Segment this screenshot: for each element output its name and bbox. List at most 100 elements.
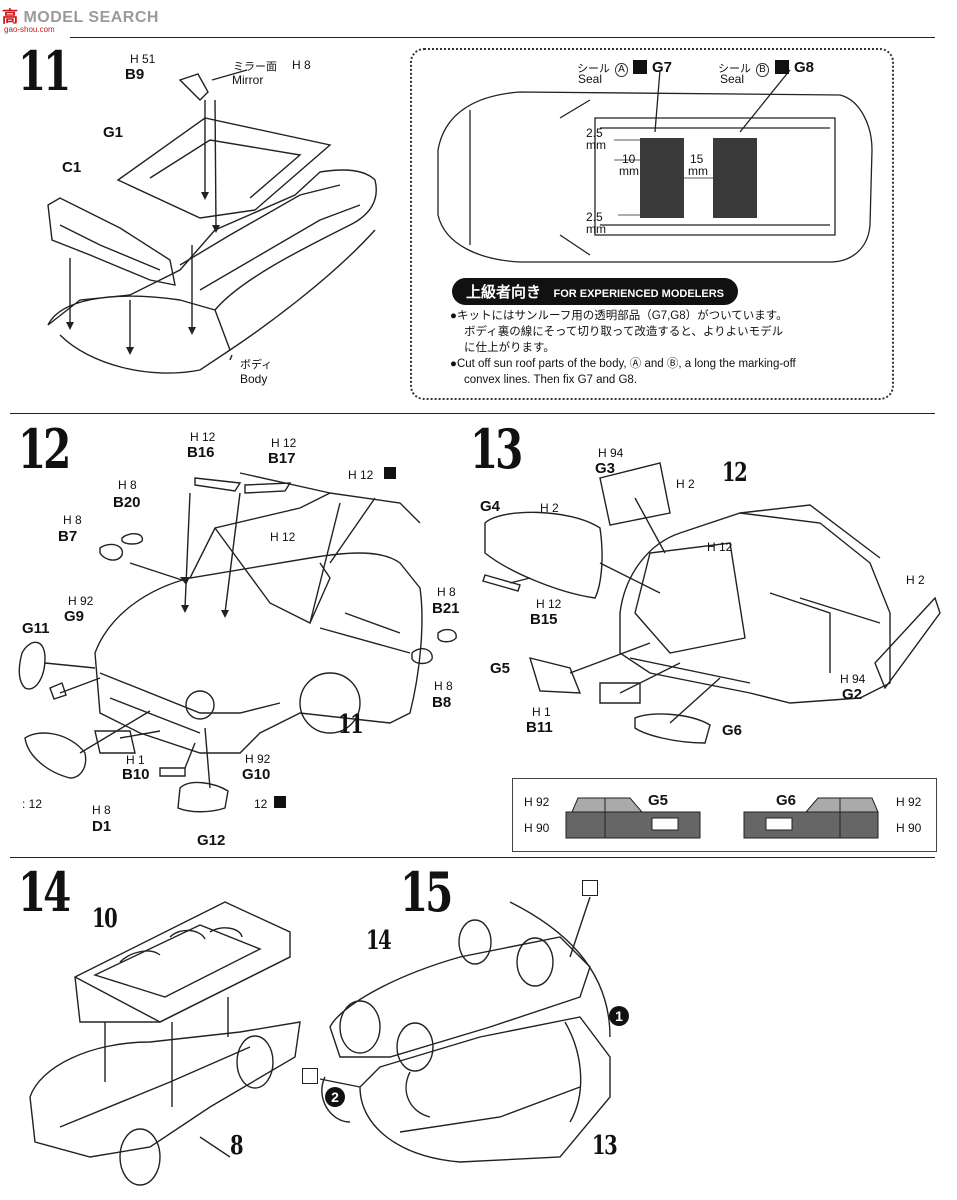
step-number-11: 11 [18,39,71,103]
dim-10-unit: mm [619,164,639,178]
logo-url: gao-shou.com [4,25,55,34]
part-b21: B21 [432,600,460,617]
sunroof-car-topview [437,69,873,263]
ref-step-8: 8 [230,1131,244,1161]
roof-paint-code: H 12 [348,468,374,482]
part-b11: B11 [526,719,553,736]
seal-icon [633,60,647,74]
part-b8: B8 [432,694,452,711]
part-g7: G7 [652,59,673,76]
g9-paint-code: H 92 [68,594,94,608]
body-jp: ボディ [240,359,273,371]
note-jp-line-3: に仕上がります。 [464,342,555,354]
sunroof-panel [410,48,894,400]
rule-1 [10,413,935,414]
step12-front-drawing [18,472,457,813]
part-g4: G4 [480,498,501,515]
b17-paint-code: H 12 [271,436,297,450]
b9-paint-code: H 51 [130,52,155,66]
part-g12: G12 [197,832,226,849]
g6-bottom-paint-code: H 90 [896,821,922,835]
b7-paint-code: H 8 [63,513,82,527]
legend-g5: G5 [648,792,669,809]
seal-b-en: Seal [720,72,745,86]
part-g8: G8 [794,59,815,76]
taillight-paint-legend [512,778,937,852]
ref-step-11: 11 [338,710,364,740]
seal-b-letter: B [756,63,769,77]
dim-10: 10 [622,152,636,166]
order-badge-1: 1 [609,1006,629,1026]
g5-bottom-paint-code: H 90 [524,821,550,835]
step11-body-drawing [47,69,377,374]
g3-paint-code-2: H 2 [676,477,695,491]
seal-icon [775,60,789,74]
g6-top-paint-code: H 92 [896,795,922,809]
part-g1: G1 [103,124,124,141]
banner-title-jp: 上級者向き [466,284,542,301]
step-number-15: 15 [400,860,453,924]
windshield-paint-code: H 12 [270,530,296,544]
note-en-line-2: convex lines. Then fix G7 and G8. [464,374,638,386]
g12-paint-code: 12 [254,797,268,811]
g4-paint-code: H 2 [540,501,559,515]
g2-paint-code-1: H 2 [906,573,925,587]
ref-step-10: 10 [92,904,118,934]
glue-icon [582,880,598,896]
mirror-paint-code: H 8 [292,58,311,72]
dim-bottom-unit: mm [586,222,606,236]
mirror-jp: ミラー面 [233,61,277,73]
seal-b-jp-text: シール [718,63,751,75]
site-logo: 高 MODEL SEARCH [2,3,159,27]
part-b20: B20 [113,494,141,511]
seal-a-jp-text: シール [577,63,610,75]
banner-title-en: FOR EXPERIENCED MODELERS [553,288,724,300]
seal-icon [274,796,286,808]
sunroof-notes: ●キットにはサンルーフ用の透明部品（G7,G8）がついています。 ボディ裏の線に… [450,308,880,388]
note-en-line-1: ●Cut off sun roof parts of the body, Ⓐ a… [450,358,796,370]
ref-step-13: 13 [592,1131,618,1161]
b9-paint-code-text: H 51 [130,52,156,66]
dim-top-unit: mm [586,138,606,152]
body-en: Body [240,372,268,386]
d1-paint-code-2: H 8 [92,803,111,817]
part-b7: B7 [58,528,78,545]
rear-paint-code: H 12 [707,540,733,554]
b16-paint-code: H 12 [190,430,216,444]
dim-bottom: 2.5 [586,210,603,224]
seal-a-letter: A [615,63,628,77]
g10-paint-code: H 92 [245,752,271,766]
note-jp-line-2: ボディ裏の線にそって切り取って改造すると、よりよいモデル [464,326,784,338]
seal-a-jp: シール A [577,60,628,77]
experienced-modelers-banner: 上級者向き FOR EXPERIENCED MODELERS [452,278,738,305]
step15-final-drawing [319,896,611,1163]
g5-top-paint-code: H 92 [524,795,550,809]
part-d1: D1 [92,818,112,835]
dim-15: 15 [690,152,704,166]
b20-paint-code: H 8 [118,478,137,492]
part-g9: G9 [64,608,85,625]
part-c1: C1 [62,159,82,176]
seal-a-en: Seal [578,72,603,86]
b15-paint-code: H 12 [536,597,562,611]
top-rule [70,37,935,38]
b21-paint-code: H 8 [437,585,456,599]
g2-paint-code-2: H 94 [840,672,866,686]
step14-interior-drawing [29,901,301,1186]
b10-paint-code: H 1 [126,753,145,767]
mirror-en: Mirror [232,73,264,87]
note-jp-line-1: ●キットにはサンルーフ用の透明部品（G7,G8）がついています。 [450,310,788,322]
part-b17: B17 [268,450,296,467]
part-g11: G11 [22,620,50,637]
step-number-13: 13 [470,417,523,481]
step13-rear-drawing [482,462,941,744]
part-g5: G5 [490,660,511,677]
logo-mark: 高 [2,9,19,26]
part-b10: B10 [122,766,150,783]
step-number-14: 14 [18,860,71,924]
glue-icon [302,1068,318,1084]
g3-paint-code: H 94 [598,446,624,460]
dim-top: 2.5 [586,126,603,140]
part-b9: B9 [125,66,145,83]
part-g2: G2 [842,686,863,703]
